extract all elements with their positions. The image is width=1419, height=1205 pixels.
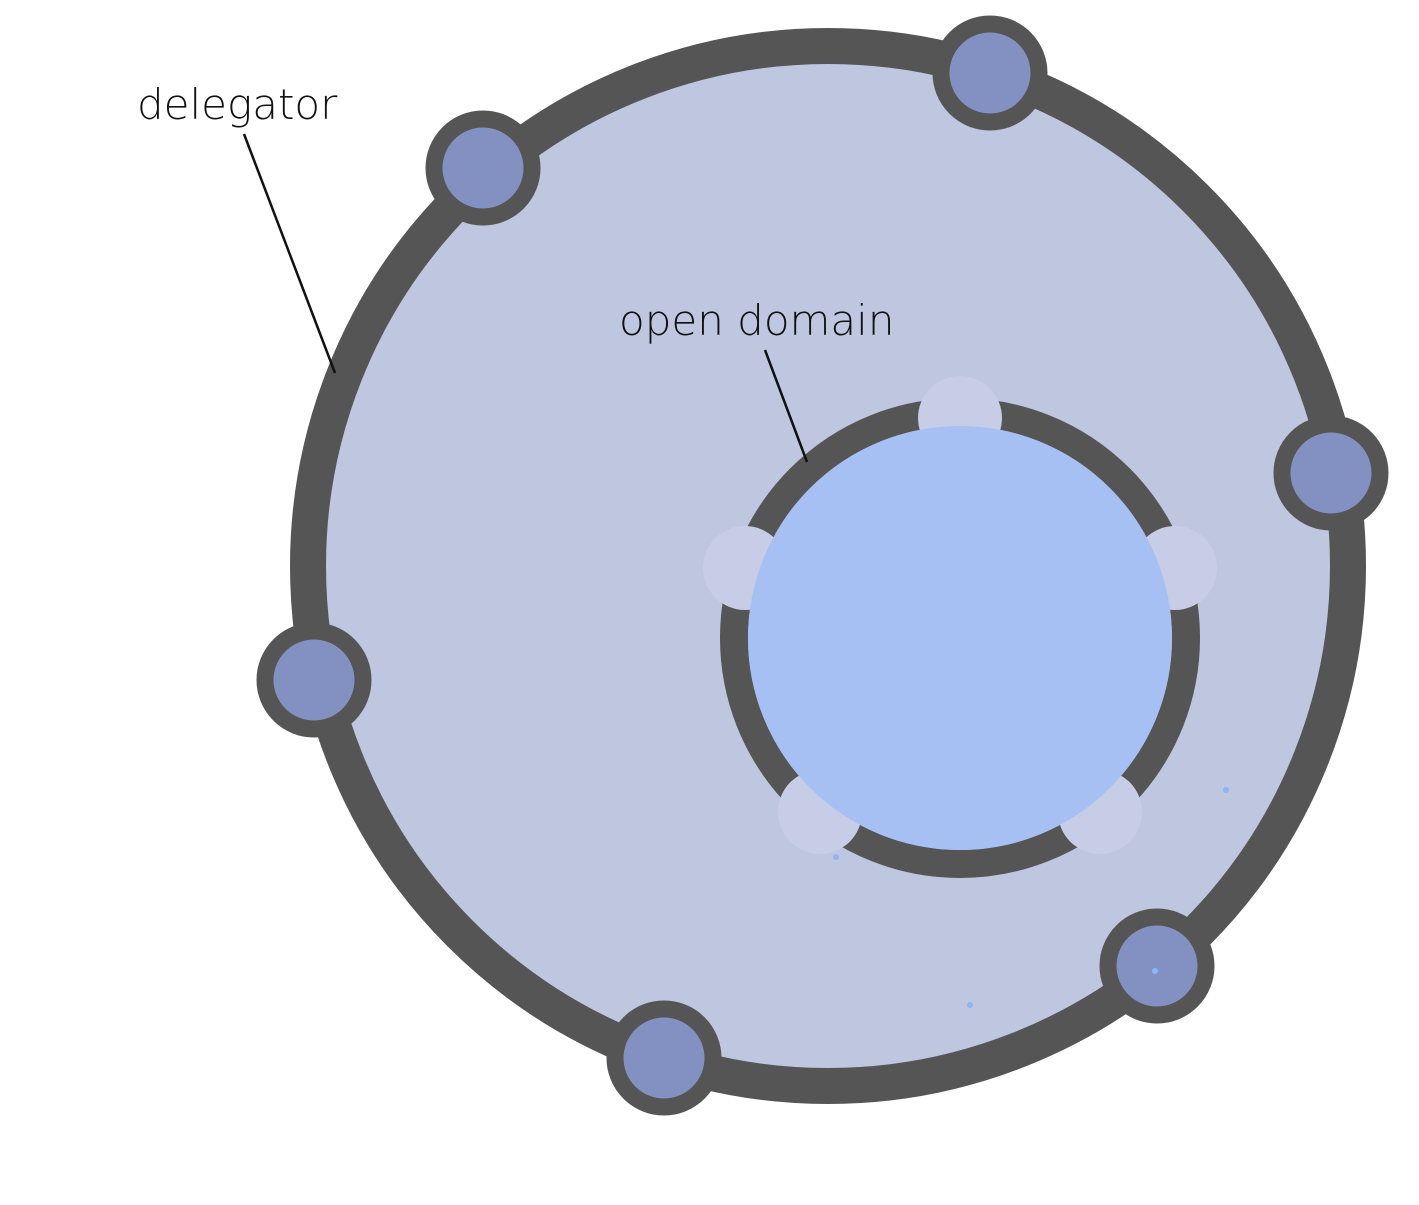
delegator-port [606,1000,722,1116]
delegator-port [1099,908,1215,1024]
delegator-port [932,15,1048,131]
speck [1223,787,1229,793]
specks [833,787,1229,1008]
delegator-leader-line [242,133,337,374]
speck [1152,968,1158,974]
speck [967,1002,973,1008]
delegator-port [256,622,372,738]
delegator-port [425,110,541,226]
delegator-label: delegator [137,80,338,129]
open-domain-region [748,426,1172,850]
open-domain-leader-line [763,349,809,463]
speck [833,854,839,860]
delegator-port [1273,415,1389,531]
open-domain-label: open domain [619,296,894,345]
delegator-ports [256,15,1389,1116]
